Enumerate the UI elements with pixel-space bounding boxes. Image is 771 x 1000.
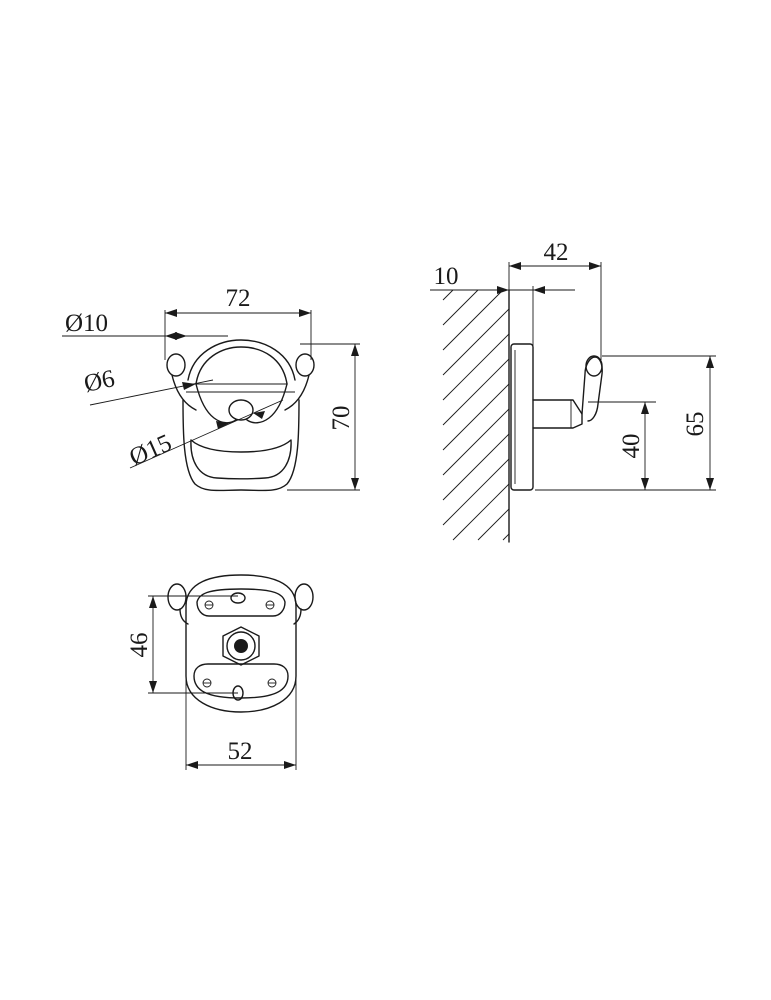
dim-front-width: 72: [164, 285, 312, 360]
left-hook-knob: [166, 353, 186, 377]
dim-label-72: 72: [226, 285, 251, 312]
dim-label-d10: Ø10: [65, 310, 108, 337]
lower-slot: [193, 663, 289, 699]
dim-label-52: 52: [228, 738, 253, 765]
dim-label-40: 40: [618, 434, 645, 459]
right-hook-knob: [295, 353, 315, 377]
dim-side-depth: 42: [508, 239, 602, 360]
dim-label-d6: Ø6: [82, 365, 118, 398]
front-cutout: [190, 439, 292, 480]
dim-inner-hole: Ø6: [82, 365, 214, 406]
dim-side-height-total: 65: [535, 355, 716, 491]
dim-label-10: 10: [434, 263, 459, 290]
dim-label-46: 46: [126, 633, 153, 658]
side-base-plate: [510, 343, 534, 491]
dim-label-d15: Ø15: [125, 429, 175, 471]
side-view: [442, 289, 603, 543]
dim-side-height-knob: 40: [588, 401, 656, 490]
side-arm: [532, 399, 583, 429]
dim-label-42: 42: [544, 239, 569, 266]
dim-front-height: 70: [287, 343, 360, 491]
dim-back-width: 52: [185, 680, 297, 770]
dim-back-hole-spacing: 46: [126, 595, 238, 694]
dim-knob: Ø15: [125, 399, 284, 471]
front-view: [166, 339, 315, 492]
dim-label-70: 70: [328, 406, 355, 431]
side-hook-knob: [585, 355, 603, 377]
front-base-plate: [182, 399, 300, 492]
back-plate: [185, 574, 297, 713]
back-view: [167, 574, 314, 713]
wall-hatch: [442, 289, 510, 541]
upper-slot: [196, 588, 286, 617]
dim-label-65: 65: [682, 412, 709, 437]
dim-wall-thickness: 10: [430, 263, 575, 346]
dim-outer-hole: Ø10: [62, 310, 228, 340]
hex-mount: [222, 626, 260, 666]
